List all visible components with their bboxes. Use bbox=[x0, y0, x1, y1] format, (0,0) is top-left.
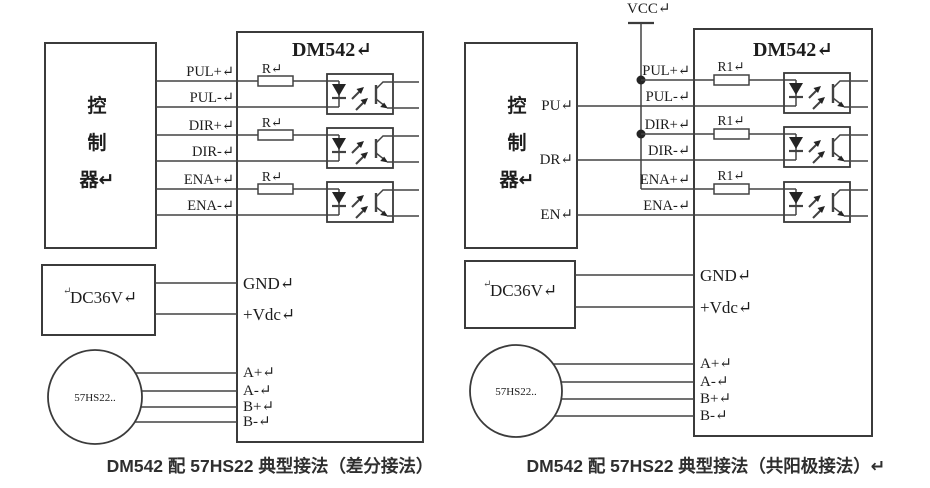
pin-label-ena-plus: ENA+↵ bbox=[640, 172, 690, 188]
driver-title: DM542↵ bbox=[753, 39, 833, 61]
pin-label-vdc: +Vdc↵ bbox=[243, 305, 295, 324]
resistor-label: R1↵ bbox=[717, 59, 744, 74]
pin-label-dir-minus: DIR-↵ bbox=[192, 144, 234, 160]
pin-label-a-plus: A+↵ bbox=[700, 356, 732, 372]
resistor-body bbox=[713, 183, 750, 195]
controller-out-en: EN↵ bbox=[540, 207, 573, 223]
driver-box bbox=[693, 28, 873, 437]
controller-label-char1: 控 bbox=[87, 94, 106, 117]
diagram-caption: DM542 配 57HS22 典型接法（共阳极接法）↵ bbox=[527, 456, 886, 476]
pin-label-ena-plus: ENA+↵ bbox=[184, 172, 234, 188]
return-mark: ↵ bbox=[63, 286, 71, 297]
return-mark: ↵ bbox=[483, 279, 491, 290]
pin-label-gnd: GND↵ bbox=[700, 266, 751, 285]
optocoupler bbox=[781, 71, 852, 115]
optocoupler bbox=[781, 180, 852, 224]
controller-label-char3: 器↵ bbox=[499, 169, 535, 191]
controller-label-char2: 制 bbox=[87, 131, 106, 154]
resistor-body bbox=[257, 75, 294, 87]
controller-label-char2: 制 bbox=[507, 131, 526, 154]
pin-label-a-minus: A-↵ bbox=[243, 383, 271, 399]
controller-box bbox=[464, 42, 578, 249]
resistor-body bbox=[713, 128, 750, 140]
power-supply-label: DC36V↵ bbox=[70, 288, 137, 307]
pin-label-b-minus: B-↵ bbox=[700, 408, 728, 424]
motor-label: 57HS22.. bbox=[495, 386, 537, 398]
pin-label-dir-plus: DIR+↵ bbox=[189, 118, 234, 134]
resistor-label: R1↵ bbox=[717, 113, 744, 128]
motor-label: 57HS22.. bbox=[74, 392, 116, 404]
controller-label-char1: 控 bbox=[507, 94, 526, 117]
resistor-label: R↵ bbox=[262, 115, 282, 130]
controller-out-pu: PU↵ bbox=[541, 98, 573, 114]
resistor-body bbox=[257, 183, 294, 195]
resistor-label: R1↵ bbox=[717, 168, 744, 183]
vcc-label: VCC↵ bbox=[627, 1, 670, 17]
controller-label-char3: 器↵ bbox=[79, 169, 115, 191]
resistor-label: R↵ bbox=[262, 169, 282, 184]
pin-label-a-plus: A+↵ bbox=[243, 365, 275, 381]
pin-label-pul-plus: PUL+↵ bbox=[186, 64, 234, 80]
optocoupler bbox=[324, 180, 395, 224]
pin-label-dir-plus: DIR+↵ bbox=[645, 117, 690, 133]
pin-label-ena-minus: ENA-↵ bbox=[187, 198, 234, 214]
motor-circle bbox=[469, 344, 563, 438]
left-diagram: 控 制 器↵ DM542↵ PUL+↵ PUL-↵ R↵ DIR+↵ DIR-↵… bbox=[41, 31, 434, 476]
power-supply-box bbox=[464, 260, 576, 329]
pin-label-dir-minus: DIR-↵ bbox=[648, 143, 690, 159]
pin-label-pul-minus: PUL-↵ bbox=[190, 90, 234, 106]
controller-out-dr: DR↵ bbox=[540, 152, 573, 168]
pin-label-pul-minus: PUL-↵ bbox=[646, 89, 690, 105]
resistor-body bbox=[713, 74, 750, 86]
pin-label-ena-minus: ENA-↵ bbox=[643, 198, 690, 214]
optocoupler bbox=[324, 72, 395, 116]
diagram-caption: DM542 配 57HS22 典型接法（差分接法） bbox=[107, 456, 434, 476]
driver-box bbox=[236, 31, 424, 443]
pin-label-pul-plus: PUL+↵ bbox=[642, 63, 690, 79]
driver-title: DM542↵ bbox=[292, 39, 372, 61]
power-supply-label: DC36V↵ bbox=[490, 281, 557, 300]
controller-box bbox=[44, 42, 157, 249]
optocoupler bbox=[324, 126, 395, 170]
motor-circle bbox=[47, 349, 143, 445]
pin-label-vdc: +Vdc↵ bbox=[700, 298, 752, 317]
power-supply-box bbox=[41, 264, 156, 336]
pin-label-b-plus: B+↵ bbox=[243, 399, 274, 415]
pin-label-gnd: GND↵ bbox=[243, 274, 294, 293]
pin-label-b-minus: B-↵ bbox=[243, 414, 271, 430]
pin-label-b-plus: B+↵ bbox=[700, 391, 731, 407]
resistor-body bbox=[257, 129, 294, 141]
right-diagram: 控 制 器↵ PU↵ DR↵ EN↵ DM542↵ VCC↵ PUL+↵ PUL… bbox=[464, 1, 886, 476]
pin-label-a-minus: A-↵ bbox=[700, 374, 728, 390]
resistor-label: R↵ bbox=[262, 61, 282, 76]
optocoupler bbox=[781, 125, 852, 169]
